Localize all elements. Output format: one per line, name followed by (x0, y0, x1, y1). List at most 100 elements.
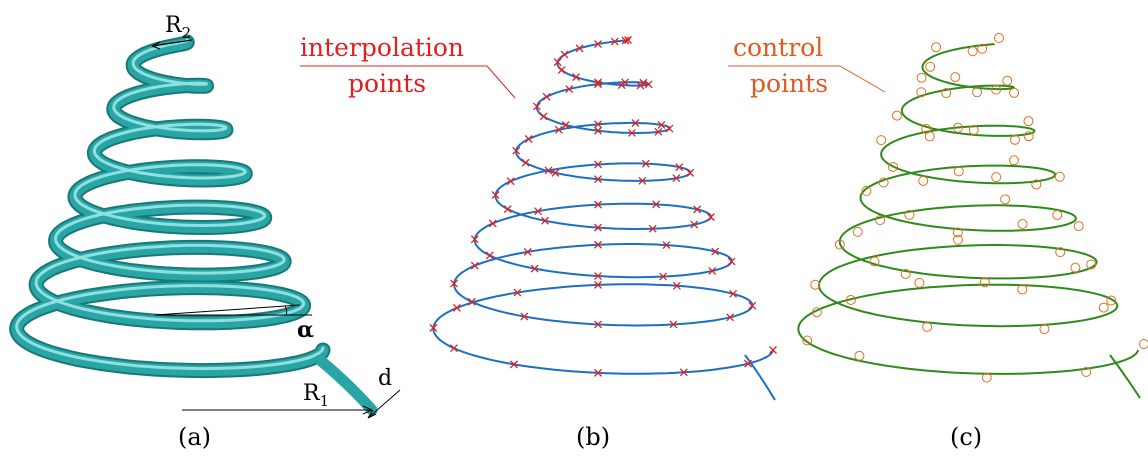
control-point (981, 372, 992, 383)
control-point (875, 215, 886, 226)
control-point (1023, 116, 1034, 127)
control-point (1039, 324, 1050, 335)
control-point (1000, 194, 1011, 205)
control-point (994, 33, 1004, 43)
control-point (1054, 171, 1065, 182)
interpolation-point (594, 126, 602, 135)
interpolation-point (521, 158, 530, 167)
interpolation-point (503, 205, 512, 214)
tube-helix (9, 34, 378, 416)
control-point (1002, 75, 1013, 86)
control-point (953, 234, 963, 245)
control-point (950, 72, 961, 83)
control-point (1086, 259, 1097, 270)
interpolation-label-line2: points (348, 69, 426, 98)
control-point (914, 277, 925, 288)
interpolation-point (557, 66, 566, 75)
interpolation-point (659, 272, 668, 281)
interpolation-point (594, 78, 602, 87)
interpolation-point (594, 368, 602, 377)
interpolation-point (708, 266, 717, 275)
control-point (854, 350, 865, 361)
control-point (1073, 221, 1084, 232)
interpolation-point (470, 261, 479, 270)
interpolation-point (636, 81, 645, 90)
spline-curve-path (797, 43, 1139, 375)
panel-c-control: control points (c) (728, 33, 1148, 451)
interpolation-point (711, 247, 720, 256)
interpolation-point (520, 312, 529, 321)
control-point (1009, 87, 1020, 98)
control-point (904, 209, 915, 220)
interpolation-point (565, 85, 574, 94)
interpolation-point (624, 36, 632, 44)
interpolation-point (648, 224, 657, 233)
alpha-arc (284, 305, 288, 316)
caption-b: (b) (576, 423, 610, 451)
interpolation-point (594, 160, 602, 169)
interpolation-point (679, 368, 688, 377)
interpolation-point (470, 235, 479, 244)
control-point (968, 125, 979, 136)
interpolation-point (532, 102, 541, 111)
r2-arrow (151, 39, 193, 47)
control-point (931, 42, 942, 53)
interpolation-point (662, 241, 671, 250)
interpolation-point (594, 120, 602, 129)
control-point (861, 186, 872, 196)
control-point (916, 87, 927, 98)
interpolation-point (488, 219, 497, 228)
interpolation-point (638, 176, 647, 185)
control-point (888, 161, 899, 172)
interpolation-point (450, 279, 459, 288)
tube-highlight (15, 38, 325, 371)
control-point (1017, 284, 1028, 295)
interpolation-point (513, 288, 522, 297)
control-point (1081, 366, 1092, 377)
interpolation-point (672, 281, 681, 290)
control-point (1009, 134, 1020, 145)
control-point (953, 122, 963, 133)
interpolation-point (594, 40, 602, 48)
interpolation-point (544, 166, 553, 175)
control-point (811, 307, 822, 318)
r1-arrowhead (362, 405, 373, 415)
panel-b-interpolation: interpolation points (b) (300, 33, 777, 451)
control-point (852, 226, 863, 237)
interpolation-point (594, 280, 602, 289)
interpolation-point (672, 174, 681, 183)
control-point (953, 166, 964, 177)
interpolation-point (512, 146, 521, 155)
interpolation-point (561, 121, 570, 129)
interpolated-curve (432, 39, 776, 401)
control-label-line1: control (733, 33, 823, 62)
interpolation-point (541, 216, 549, 225)
interpolation-point (631, 119, 640, 127)
control-point (1139, 339, 1148, 349)
interpolated-curve-path (432, 39, 774, 375)
r1-label: R1 (303, 381, 329, 410)
control-point (878, 177, 889, 188)
control-point (1008, 155, 1019, 166)
interpolation-point (534, 207, 543, 216)
control-point (1031, 179, 1042, 190)
interpolation-point (542, 92, 551, 101)
interpolation-point (641, 159, 650, 168)
interpolation-point (429, 323, 438, 332)
interpolation-point (621, 36, 630, 45)
control-point (918, 175, 929, 186)
interpolation-point (686, 168, 695, 177)
interpolation-point (530, 264, 539, 273)
interpolation-point (575, 44, 584, 53)
panel-a-tube-spring: R2 α R1 d (a) (9, 13, 401, 451)
caption-c: (c) (950, 423, 982, 451)
interpolation-point (748, 301, 757, 310)
caption-a: (a) (178, 423, 211, 451)
interpolation-point (572, 73, 581, 82)
control-point (1106, 295, 1117, 306)
interpolation-point (594, 80, 602, 89)
control-point (1023, 131, 1034, 142)
interpolation-point (594, 272, 602, 280)
interpolation-point (594, 223, 602, 232)
